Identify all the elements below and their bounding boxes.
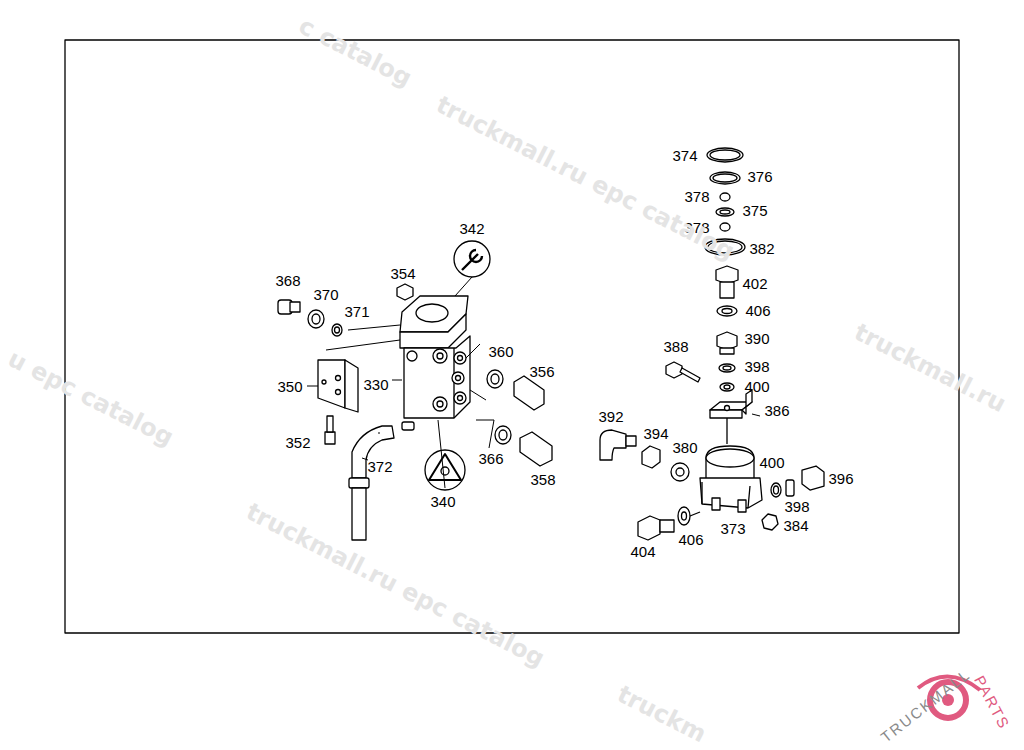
callout-number: 384 bbox=[783, 518, 808, 533]
callout-number: 386 bbox=[764, 403, 789, 418]
callout-number: 366 bbox=[478, 451, 503, 466]
callout-number: 388 bbox=[663, 339, 688, 354]
callout-number: 400 bbox=[744, 379, 769, 394]
callout-number: 378 bbox=[684, 189, 709, 204]
watermark: truckmall.ru bbox=[850, 320, 1009, 417]
logo-text: PARTS bbox=[972, 673, 1013, 732]
watermark: c catalog bbox=[295, 13, 415, 90]
callout-number: 390 bbox=[744, 331, 769, 346]
callout-number: 368 bbox=[275, 273, 300, 288]
callout-number: 406 bbox=[678, 532, 703, 547]
valve-assembly-left bbox=[278, 241, 552, 540]
callout-number: 375 bbox=[742, 203, 767, 218]
callout-number: 342 bbox=[459, 221, 484, 236]
callout-number: 358 bbox=[530, 472, 555, 487]
callout-number: 404 bbox=[630, 544, 655, 559]
callout-number: 360 bbox=[488, 344, 513, 359]
callout-number: 380 bbox=[672, 440, 697, 455]
callout-number: 350 bbox=[277, 379, 302, 394]
watermark: truckmall.ru epc catalog bbox=[432, 92, 738, 263]
callout-number: 382 bbox=[749, 241, 774, 256]
callout-number: 352 bbox=[285, 435, 310, 450]
callout-number: 370 bbox=[313, 287, 338, 302]
callout-number: 371 bbox=[344, 304, 369, 319]
callout-number: 340 bbox=[430, 494, 455, 509]
callout-number: 406 bbox=[745, 303, 770, 318]
callout-number: 330 bbox=[363, 377, 388, 392]
frame bbox=[65, 40, 959, 633]
callout-number: 392 bbox=[598, 409, 623, 424]
leader-lines bbox=[307, 277, 760, 488]
callout-number: 394 bbox=[643, 426, 668, 441]
watermark: truckmall.ru epc catalog bbox=[242, 499, 548, 670]
callout-number: 373 bbox=[720, 521, 745, 536]
callout-number: 398 bbox=[744, 359, 769, 374]
callout-number: 398 bbox=[784, 499, 809, 514]
callout-number: 396 bbox=[828, 471, 853, 486]
callout-number: 354 bbox=[390, 266, 415, 281]
callout-number: 402 bbox=[742, 276, 767, 291]
callout-number: 372 bbox=[367, 459, 392, 474]
callout-number: 374 bbox=[672, 148, 697, 163]
callout-number: 356 bbox=[529, 364, 554, 379]
logo-text: TRUCKMALL bbox=[877, 666, 972, 745]
watermark: truckm bbox=[614, 681, 710, 746]
watermark: u epc catalog bbox=[4, 346, 177, 450]
callout-number: 376 bbox=[747, 169, 772, 184]
callout-number: 400 bbox=[759, 455, 784, 470]
